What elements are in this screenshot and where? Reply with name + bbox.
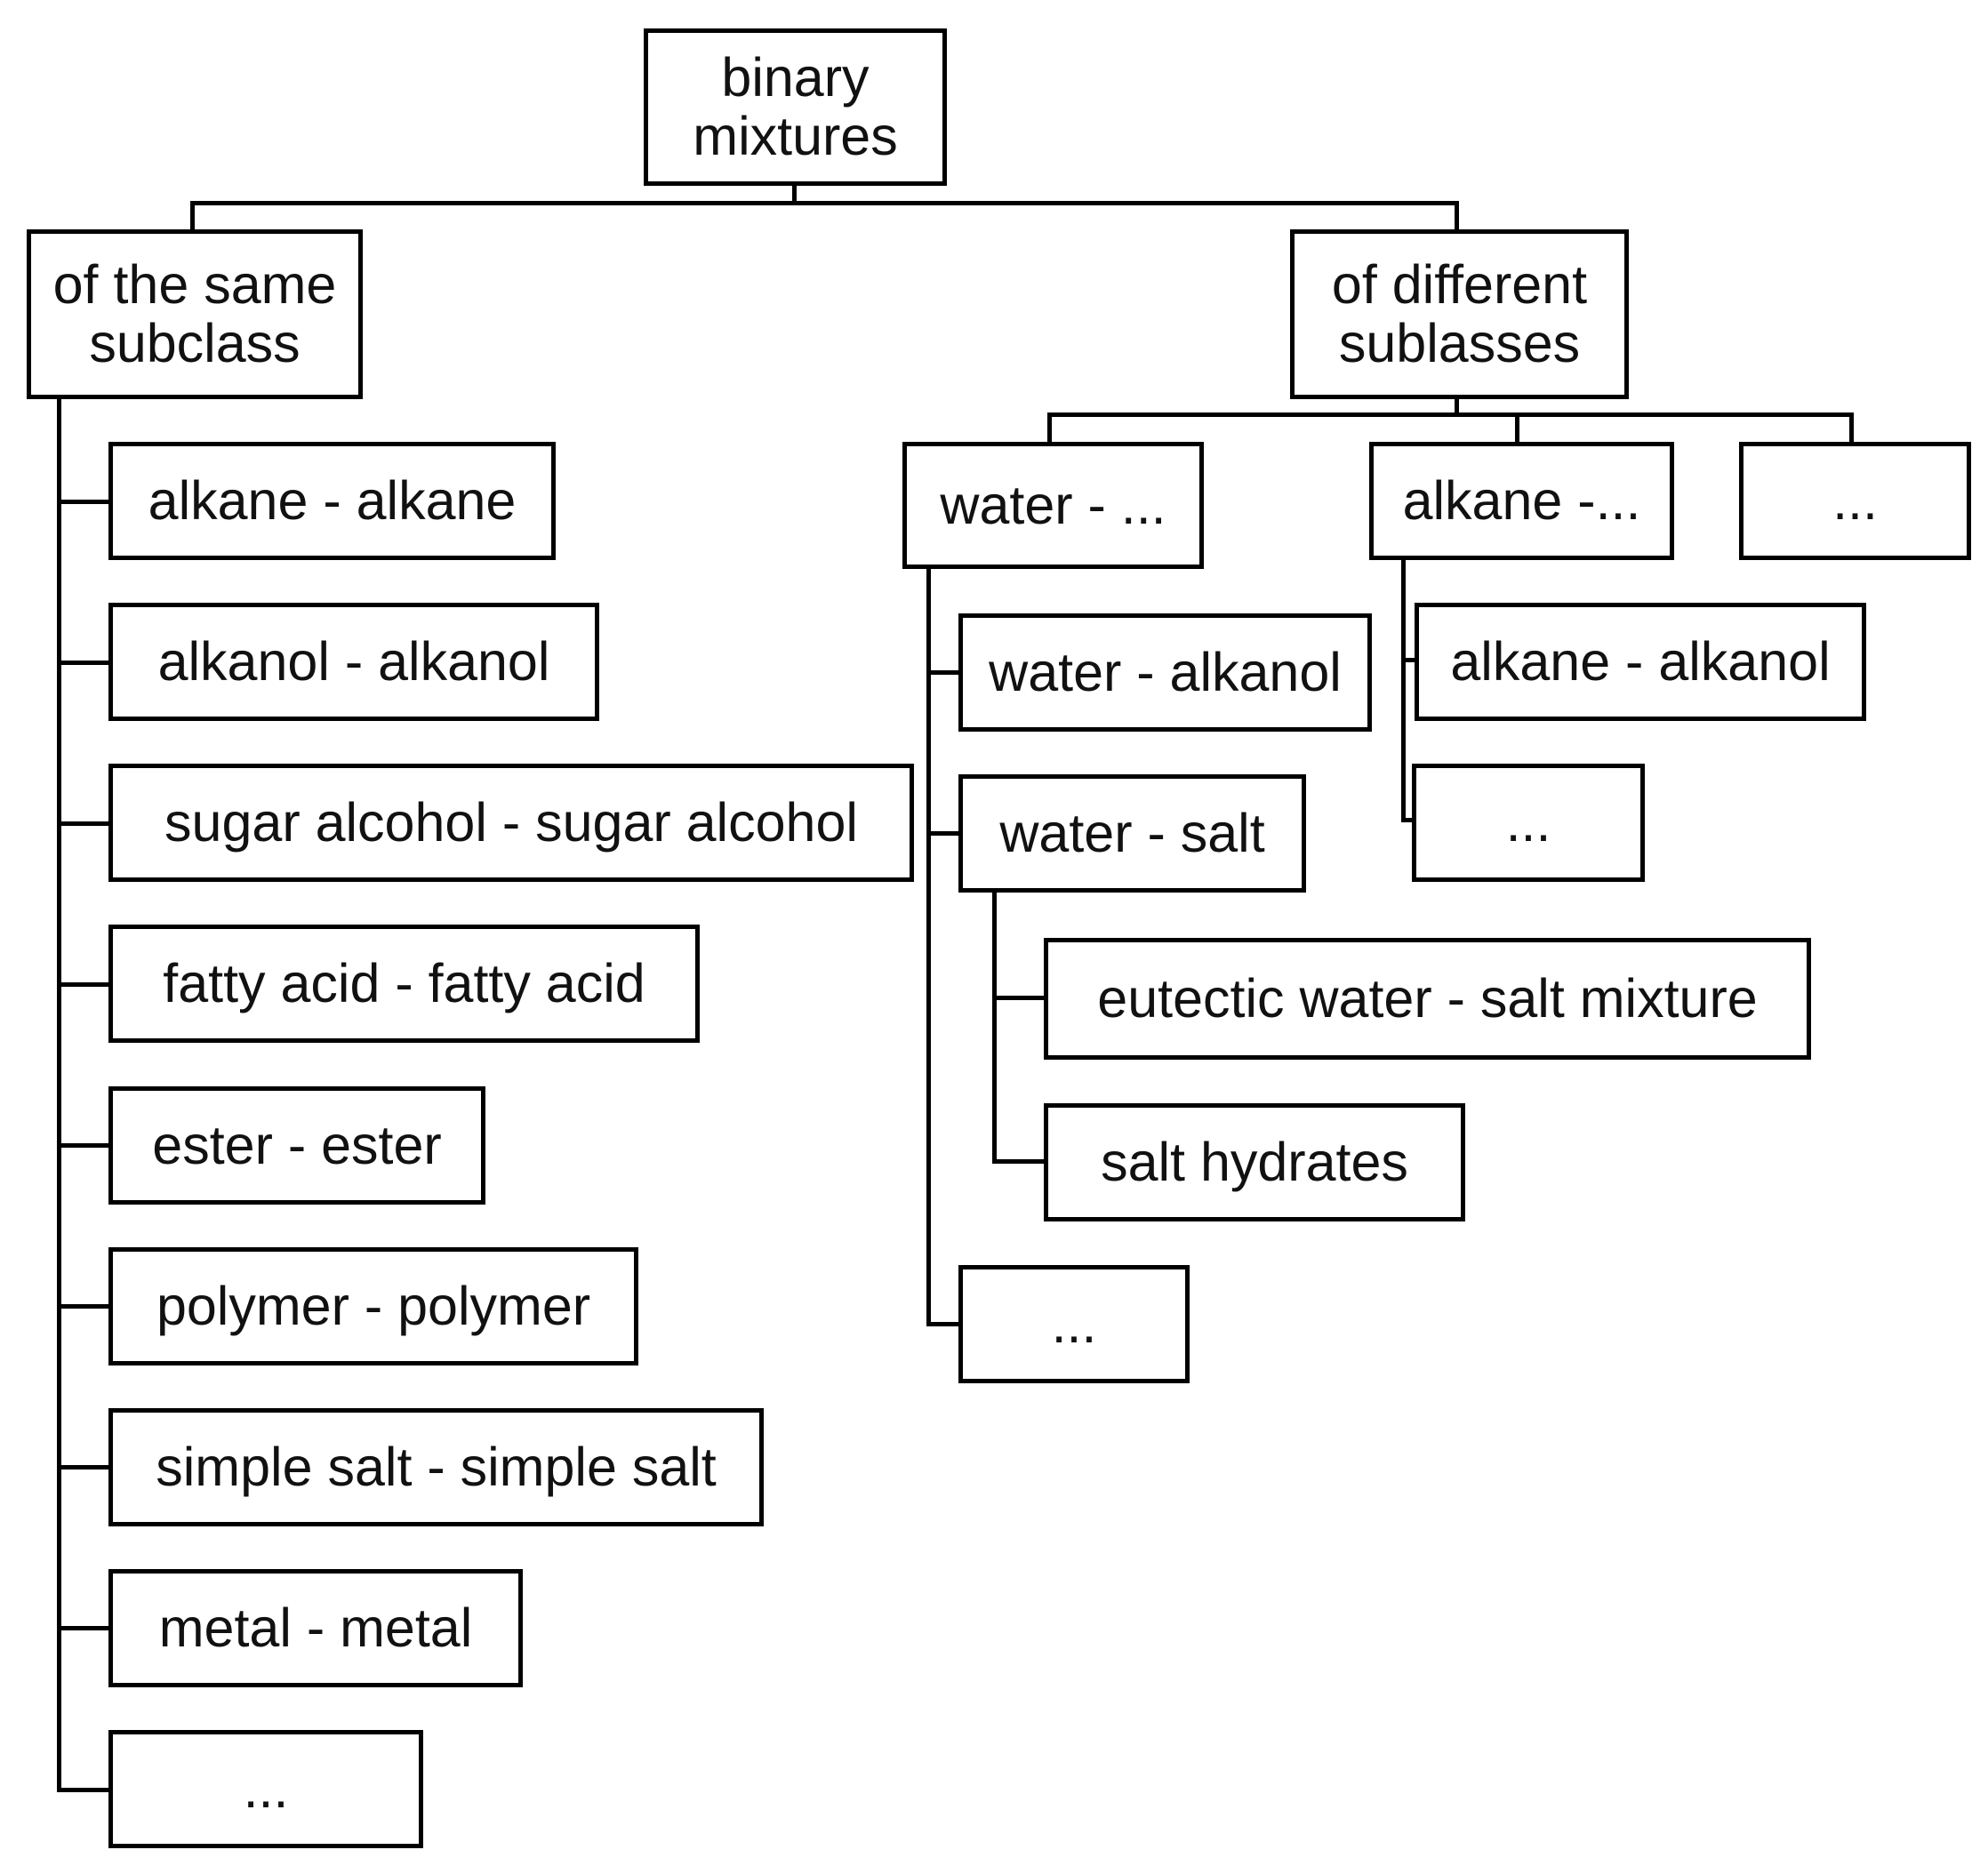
node-different-more: ...: [1739, 442, 1971, 560]
connector-line: [1401, 558, 1406, 822]
node-alkane-group: alkane -...: [1369, 442, 1674, 560]
connector-line: [190, 201, 195, 229]
connector-line: [190, 201, 1459, 205]
node-alkanol-alkanol: alkanol - alkanol: [108, 603, 599, 721]
node-metal-metal: metal - metal: [108, 1569, 523, 1687]
node-same-subclass: of the same subclass: [27, 229, 363, 399]
node-same-more: ...: [108, 1730, 423, 1848]
node-water: water - ...: [902, 442, 1204, 569]
connector-line: [992, 889, 997, 1164]
connector-line: [57, 821, 110, 826]
connector-line: [57, 982, 110, 987]
connector-line: [1047, 412, 1052, 444]
connector-line: [1455, 396, 1459, 417]
node-different-subclasses: of different sublasses: [1290, 229, 1629, 399]
connector-line: [1401, 818, 1414, 822]
connector-line: [1455, 201, 1459, 229]
connector-line: [57, 1788, 110, 1792]
node-salt-hydrates: salt hydrates: [1044, 1103, 1465, 1221]
connector-line: [57, 500, 110, 504]
node-fatty-acid-fatty-acid: fatty acid - fatty acid: [108, 925, 700, 1043]
node-alkane-alkanol: alkane - alkanol: [1415, 603, 1866, 721]
connector-line: [992, 1159, 1044, 1164]
connector-line: [57, 1626, 110, 1630]
connector-line: [1515, 412, 1519, 444]
connector-line: [992, 996, 1044, 1000]
node-ester-ester: ester - ester: [108, 1086, 485, 1205]
connector-line: [1849, 412, 1854, 444]
node-alkane-alkane: alkane - alkane: [108, 442, 556, 560]
connector-line: [926, 831, 960, 836]
node-simple-salt-simple-salt: simple salt - simple salt: [108, 1408, 764, 1526]
connector-line: [1401, 658, 1416, 662]
node-polymer-polymer: polymer - polymer: [108, 1247, 638, 1365]
node-eutectic-water-salt-mixture: eutectic water - salt mixture: [1044, 938, 1811, 1060]
connector-line: [57, 1465, 110, 1470]
node-sugar-alcohol-sugar-alcohol: sugar alcohol - sugar alcohol: [108, 764, 914, 882]
connector-line: [57, 1143, 110, 1148]
connector-line: [57, 661, 110, 665]
node-binary-mixtures: binary mixtures: [644, 28, 947, 186]
connector-line: [792, 183, 797, 205]
connector-line: [57, 397, 61, 1792]
node-water-more: ...: [958, 1265, 1190, 1383]
connector-line: [926, 1322, 960, 1326]
connector-line: [1047, 412, 1854, 417]
node-water-alkanol: water - alkanol: [958, 613, 1372, 732]
node-alkane-more: ...: [1412, 764, 1645, 882]
connector-line: [926, 566, 931, 1326]
connector-line: [926, 670, 960, 675]
connector-line: [57, 1304, 110, 1309]
node-water-salt: water - salt: [958, 774, 1306, 893]
